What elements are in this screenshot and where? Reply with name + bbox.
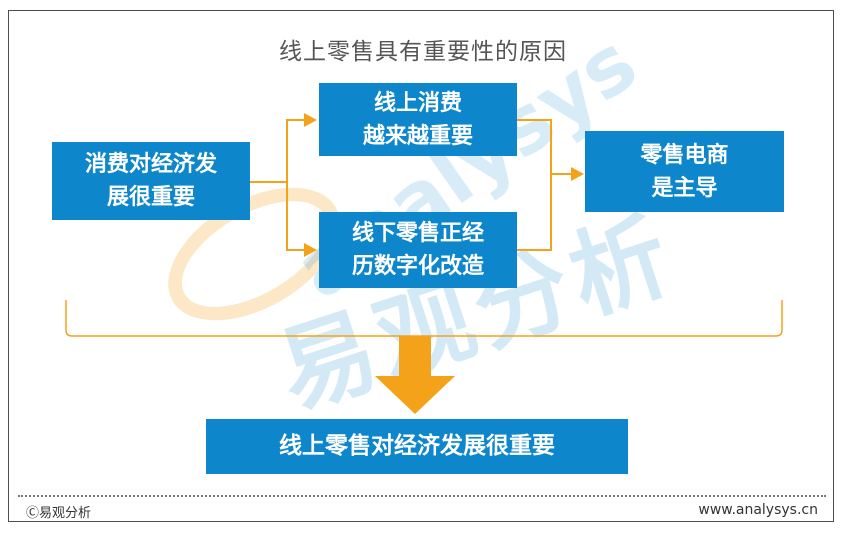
connector-to-online: [250, 119, 305, 183]
footer-copyright: Ⓒ易观分析: [26, 506, 92, 521]
connector-to-offline: [286, 182, 305, 251]
node-consumption-line2: 展很重要: [106, 185, 195, 210]
footer-divider: [18, 495, 826, 497]
node-consumption-line1: 消费对经济发: [84, 152, 217, 177]
arrowhead-offline: [304, 243, 317, 257]
node-offline: 线下零售正经历数字化改造: [319, 212, 517, 288]
node-ecommerce-line1: 零售电商: [640, 142, 729, 168]
node-conclusion: 线上零售对经济发展很重要: [206, 419, 628, 474]
node-ecommerce: 零售电商是主导: [585, 131, 784, 212]
arrowhead-online: [304, 113, 317, 127]
diagram-title: 线上零售具有重要性的原因: [279, 39, 567, 65]
node-offline-line1: 线下零售正经: [351, 221, 484, 246]
node-consumption: 消费对经济发展很重要: [52, 142, 250, 220]
node-offline-line2: 历数字化改造: [351, 254, 484, 279]
arrowhead-ecommerce: [571, 167, 584, 181]
node-online-line2: 越来越重要: [362, 123, 473, 149]
node-online: 线上消费越来越重要: [319, 83, 517, 156]
down-arrow: [375, 336, 455, 414]
node-ecommerce-line2: 是主导: [651, 175, 718, 201]
footer-website: www.analysys.cn: [698, 502, 818, 518]
grouping-bracket: [65, 300, 783, 337]
node-online-line1: 线上消费: [373, 90, 462, 116]
connector-merge: [517, 119, 552, 251]
